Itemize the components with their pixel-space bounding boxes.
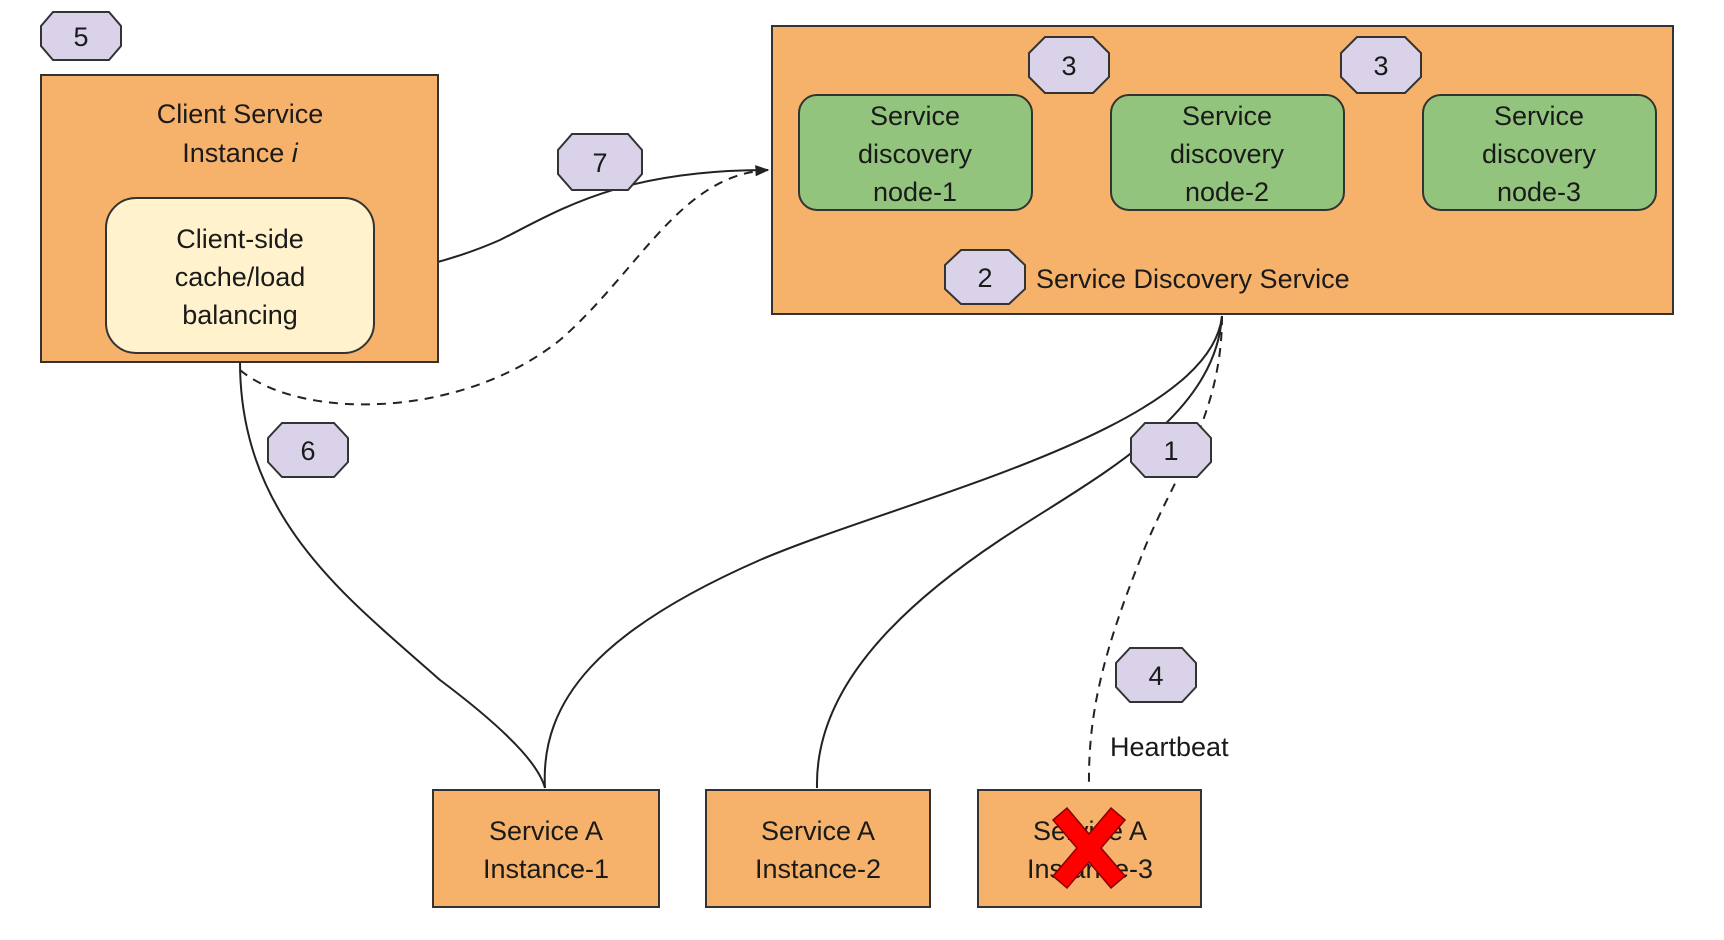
client-title-line1: Client Service (157, 99, 324, 129)
client-title-line2: Instance i (182, 138, 299, 168)
instance1-line2: Instance-1 (483, 854, 609, 884)
badge-6: 6 (267, 422, 349, 478)
service-a-instance-3: Service A Instance-3 (977, 789, 1202, 908)
badge-2-label: 2 (977, 263, 992, 293)
badge-3-left: 3 (1028, 36, 1110, 94)
service-a-instance-2: Service A Instance-2 (705, 789, 931, 908)
cache-line1: Client-side (176, 224, 304, 254)
connector-discovery-to-instance-2 (815, 315, 1223, 789)
node2-line1: Service (1182, 101, 1272, 131)
badge-5-label: 5 (73, 22, 88, 52)
badge-1-label: 1 (1163, 436, 1178, 466)
node1-line2: discovery (858, 139, 973, 169)
service-a-instance-1: Service A Instance-1 (432, 789, 660, 908)
connector-client-to-instance-1 (239, 361, 546, 789)
node2-line2: discovery (1170, 139, 1285, 169)
cache-line2: cache/load (175, 262, 306, 292)
node3-line1: Service (1494, 101, 1584, 131)
badge-7-label: 7 (592, 148, 607, 178)
discovery-node-1: Service discovery node-1 (798, 94, 1033, 211)
badge-2: 2 (944, 249, 1026, 305)
discovery-node-2: Service discovery node-2 (1110, 94, 1345, 211)
red-x-icon (1051, 806, 1127, 890)
client-cache-box: Client-side cache/load balancing (105, 197, 375, 354)
instance2-line1: Service A (761, 816, 875, 846)
node2-line3: node-2 (1185, 177, 1269, 207)
badge-1: 1 (1130, 422, 1212, 478)
instance1-line1: Service A (489, 816, 603, 846)
client-title-prefix: Instance (182, 138, 292, 168)
connector-cache-to-discovery-dashed (239, 165, 770, 406)
connector-heartbeat-instance-3 (1087, 315, 1223, 789)
node3-line2: discovery (1482, 139, 1597, 169)
client-service-instance: Client Service Instance i Client-side ca… (40, 74, 439, 363)
node1-line3: node-1 (873, 177, 957, 207)
discovery-node-3: Service discovery node-3 (1422, 94, 1657, 211)
discovery-service-label: Service Discovery Service (1036, 264, 1350, 294)
badge-4-label: 4 (1148, 661, 1163, 691)
badge-7: 7 (557, 133, 643, 191)
badge-5: 5 (40, 11, 122, 61)
cache-line3: balancing (182, 300, 298, 330)
badge-6-label: 6 (300, 436, 315, 466)
client-title-italic: i (292, 138, 299, 168)
connectors (239, 123, 1424, 789)
badge-3-left-label: 3 (1061, 51, 1076, 81)
service-discovery-service: Service discovery node-1 Service discove… (771, 25, 1674, 315)
badge-4: 4 (1115, 647, 1197, 703)
badge-3-right-label: 3 (1373, 51, 1388, 81)
node3-line3: node-3 (1497, 177, 1581, 207)
connector-discovery-to-instance-1 (543, 315, 1223, 789)
badge-3-right: 3 (1340, 36, 1422, 94)
badges: 5 7 3 3 2 6 1 4 (40, 11, 1422, 703)
instance2-line2: Instance-2 (755, 854, 881, 884)
heartbeat-label: Heartbeat (1110, 732, 1229, 762)
node1-line1: Service (870, 101, 960, 131)
